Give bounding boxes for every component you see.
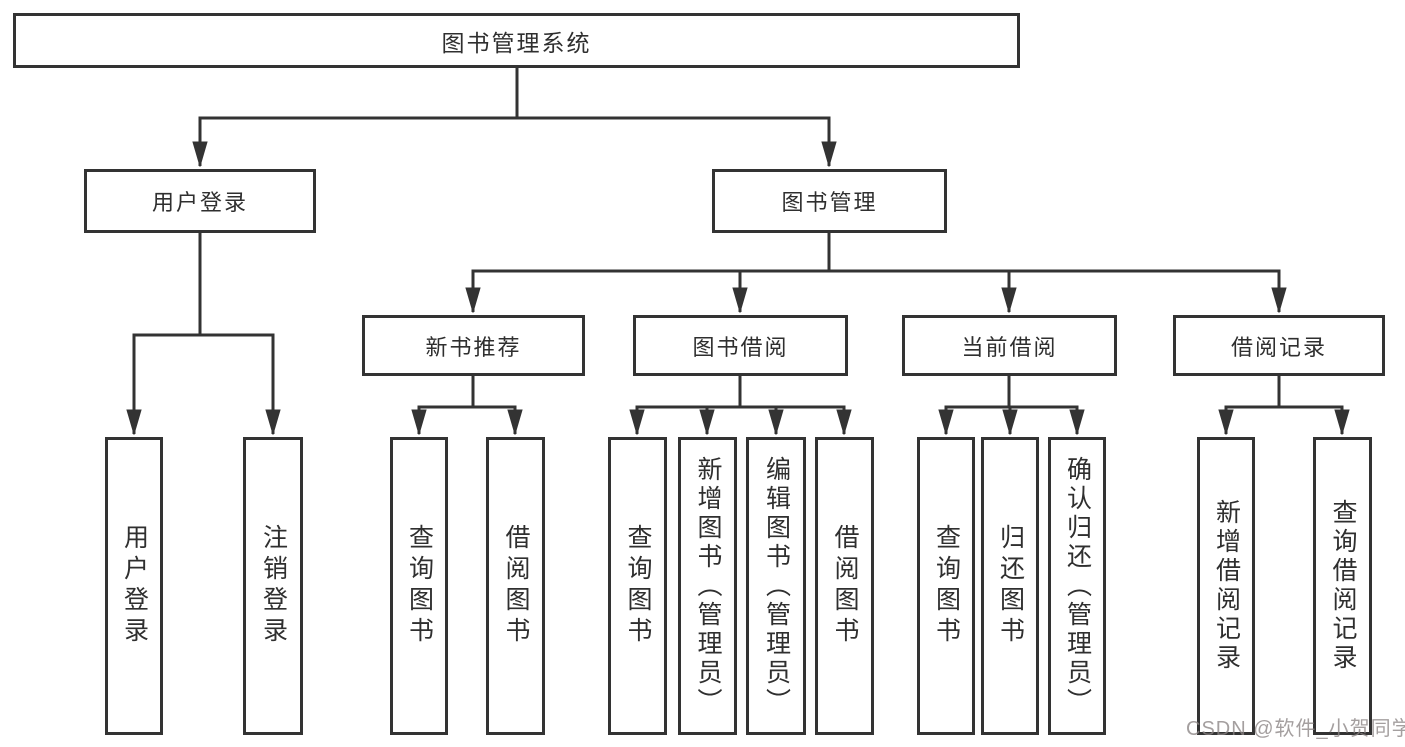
node-borrowing-records-label: 借阅记录 (1230, 334, 1327, 360)
leaf-confirm-return-admin: 确认归还（管理员） (1048, 437, 1106, 735)
csdn-watermark: CSDN @软件_小贺同学 (1186, 718, 1405, 740)
leaf-query-borrow-record-label: 查询借阅记录 (1329, 499, 1357, 673)
leaf-return-books-label: 归还图书 (996, 524, 1025, 648)
leaf-edit-books-admin-label: 编辑图书（管理员） (762, 455, 791, 717)
node-user-login: 用户登录 (84, 169, 316, 233)
node-new-book-recommend-label: 新书推荐 (425, 334, 522, 360)
leaf-user-login-label: 用户登录 (120, 524, 149, 648)
leaf-borrow-books-1: 借阅图书 (486, 437, 545, 735)
leaf-query-books-1: 查询图书 (390, 437, 448, 735)
node-book-management-label: 图书管理 (781, 190, 878, 215)
leaf-confirm-return-admin-label: 确认归还（管理员） (1063, 455, 1092, 717)
leaf-edit-books-admin: 编辑图书（管理员） (746, 437, 806, 735)
leaf-borrow-books-2-label: 借阅图书 (831, 524, 859, 648)
node-current-borrowing-label: 当前借阅 (961, 334, 1058, 360)
leaf-query-books-2-label: 查询图书 (624, 524, 652, 648)
leaf-logout: 注销登录 (243, 437, 303, 735)
leaf-add-borrow-record-label: 新增借阅记录 (1212, 499, 1241, 673)
node-book-management: 图书管理 (712, 169, 947, 233)
leaf-add-books-admin-label: 新增图书（管理员） (694, 455, 722, 717)
node-book-borrowing-label: 图书借阅 (692, 334, 789, 360)
leaf-query-borrow-record: 查询借阅记录 (1313, 437, 1372, 735)
leaf-add-books-admin: 新增图书（管理员） (678, 437, 737, 735)
node-library-system: 图书管理系统 (13, 13, 1020, 68)
leaf-add-borrow-record: 新增借阅记录 (1197, 437, 1255, 735)
leaf-borrow-books-2: 借阅图书 (815, 437, 874, 735)
node-book-borrowing: 图书借阅 (633, 315, 848, 376)
node-current-borrowing: 当前借阅 (902, 315, 1117, 376)
node-borrowing-records: 借阅记录 (1173, 315, 1385, 376)
leaf-query-books-2: 查询图书 (608, 437, 667, 735)
leaf-query-books-3: 查询图书 (917, 437, 975, 735)
leaf-logout-label: 注销登录 (259, 524, 288, 648)
node-library-system-label: 图书管理系统 (441, 29, 592, 56)
node-user-login-label: 用户登录 (151, 190, 248, 215)
leaf-return-books: 归还图书 (981, 437, 1039, 735)
leaf-borrow-books-1-label: 借阅图书 (502, 524, 530, 648)
leaf-query-books-3-label: 查询图书 (932, 524, 961, 648)
node-new-book-recommend: 新书推荐 (362, 315, 585, 376)
leaf-user-login: 用户登录 (105, 437, 163, 735)
leaf-query-books-1-label: 查询图书 (405, 524, 434, 648)
